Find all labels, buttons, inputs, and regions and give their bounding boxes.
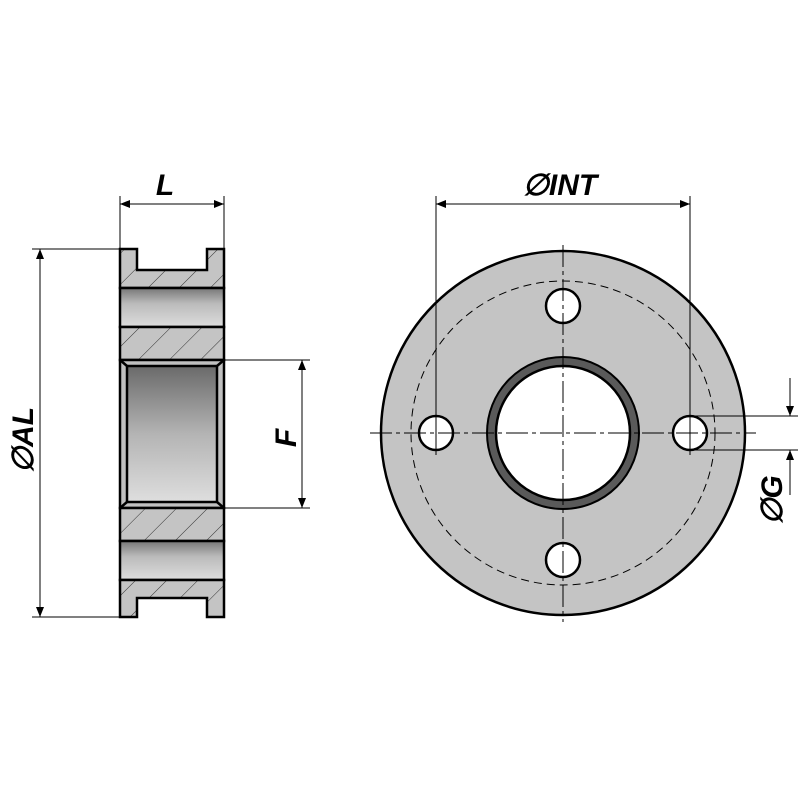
front-view [370,245,756,622]
label-F: F [270,428,303,447]
dimension-AL [32,248,120,618]
center-lines [370,245,756,622]
lower-bolt-hole-section [118,539,226,582]
upper-flange-section [118,247,226,290]
dimension-G [690,378,798,495]
label-INT: ∅INT [523,169,600,202]
side-section-view [118,247,226,619]
upper-hub-section [118,325,226,362]
upper-bolt-hole-section [118,286,226,329]
label-AL: ∅AL [7,407,40,473]
bore-inner [125,364,219,504]
label-G: ∅G [756,475,789,524]
lower-hub-section [118,506,226,543]
dimension-L [119,196,225,249]
dimension-F [224,359,310,509]
lower-flange-section [118,578,226,619]
label-L: L [156,169,174,202]
dimension-INT [435,196,691,455]
